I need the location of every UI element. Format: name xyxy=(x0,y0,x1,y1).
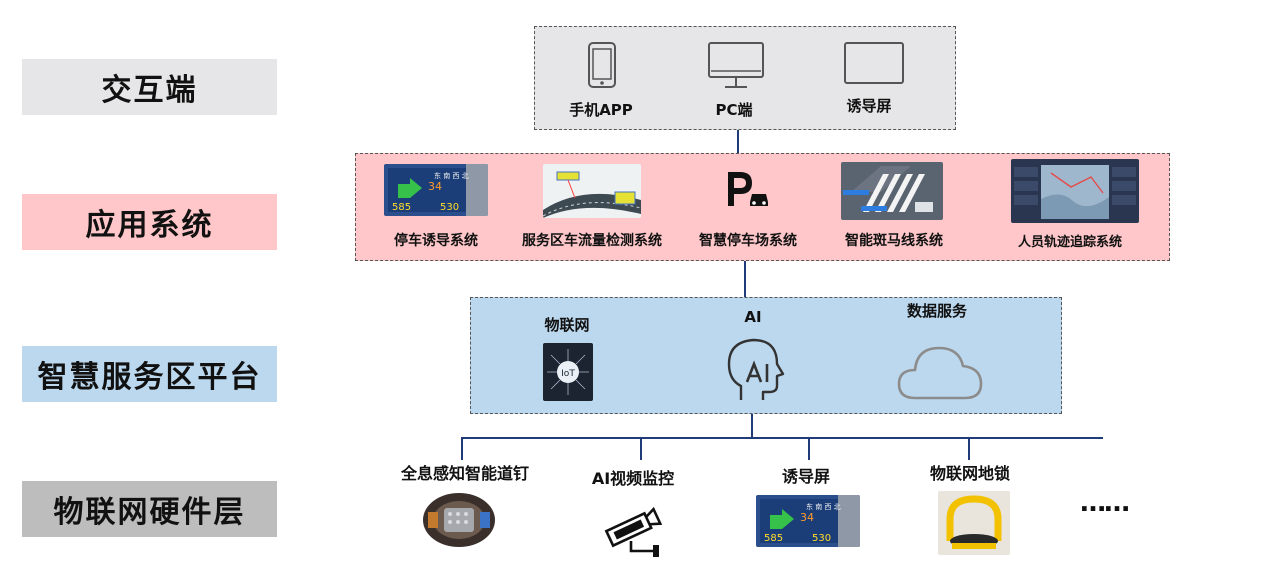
camera-icon xyxy=(604,506,663,557)
connector-application-platform xyxy=(744,261,746,298)
screen-icon xyxy=(844,42,904,84)
platform-item-label: 物联网 xyxy=(544,316,590,334)
svg-text:东 南 西 北: 东 南 西 北 xyxy=(806,502,841,511)
iot-icon: IoT xyxy=(543,343,593,401)
guidance-display-thumbnail: 东 南 西 北 34 585 530 xyxy=(756,495,860,547)
hardware-bus xyxy=(461,437,1103,439)
connector-platform-bus xyxy=(751,414,753,438)
interaction-item-label: PC端 xyxy=(715,101,753,119)
application-item-label: 停车诱导系统 xyxy=(394,233,478,249)
phone-icon xyxy=(588,42,616,88)
bus-drop-4 xyxy=(968,437,970,460)
monitor-icon xyxy=(708,42,764,88)
layer-label-hardware: 物联网硬件层 xyxy=(22,481,277,537)
bus-drop-2 xyxy=(640,437,642,460)
platform-box: 物联网 IoT AI 数据服务 xyxy=(470,297,1062,414)
application-item-label: 智慧停车场系统 xyxy=(699,233,797,249)
more-indicator: …… xyxy=(1080,488,1130,518)
hardware-item-label: 物联网地锁 xyxy=(929,464,1011,483)
parking-lock-icon xyxy=(938,491,1010,555)
cloud-icon xyxy=(897,346,983,400)
svg-text:IoT: IoT xyxy=(561,369,575,379)
road-stud-icon xyxy=(423,493,495,547)
tracking-map-thumbnail xyxy=(1011,159,1139,223)
svg-text:585: 585 xyxy=(764,533,783,544)
interaction-item-label: 诱导屏 xyxy=(846,97,892,115)
hardware-item-label: 全息感知智能道钉 xyxy=(400,464,530,483)
application-box: 东 南 西 北 34 585 530 停车诱导系统 服务区车流量检测系统 智慧停… xyxy=(355,153,1170,261)
platform-item-label: 数据服务 xyxy=(906,302,968,320)
guidance-display-thumbnail: 东 南 西 北 34 585 530 xyxy=(384,164,488,216)
svg-text:585: 585 xyxy=(392,202,411,213)
application-item-label: 人员轨迹追踪系统 xyxy=(1017,235,1123,250)
crosswalk-thumbnail xyxy=(841,162,943,220)
application-item-label: 服务区车流量检测系统 xyxy=(522,233,662,249)
layer-label-interaction: 交互端 xyxy=(22,59,277,115)
traffic-flow-thumbnail xyxy=(543,164,641,218)
layer-label-application: 应用系统 xyxy=(22,194,277,250)
svg-text:34: 34 xyxy=(800,511,814,524)
layer-label-platform: 智慧服务区平台 xyxy=(22,346,277,402)
parking-icon xyxy=(728,172,768,206)
connector-interaction-application xyxy=(737,130,739,154)
bus-drop-1 xyxy=(461,437,463,460)
svg-text:东 南 西 北: 东 南 西 北 xyxy=(434,171,469,180)
hardware-item-label: AI视频监控 xyxy=(591,469,675,488)
interaction-item-label: 手机APP xyxy=(569,101,633,119)
application-item-label: 智能斑马线系统 xyxy=(845,233,943,249)
svg-text:530: 530 xyxy=(440,202,459,213)
ai-head-icon xyxy=(727,338,785,400)
interaction-box: 手机APP PC端 诱导屏 xyxy=(534,26,956,130)
svg-text:34: 34 xyxy=(428,180,442,193)
hardware-item-label: 诱导屏 xyxy=(781,467,831,486)
bus-drop-3 xyxy=(808,437,810,460)
platform-item-label: AI xyxy=(744,308,762,326)
svg-text:530: 530 xyxy=(812,533,831,544)
